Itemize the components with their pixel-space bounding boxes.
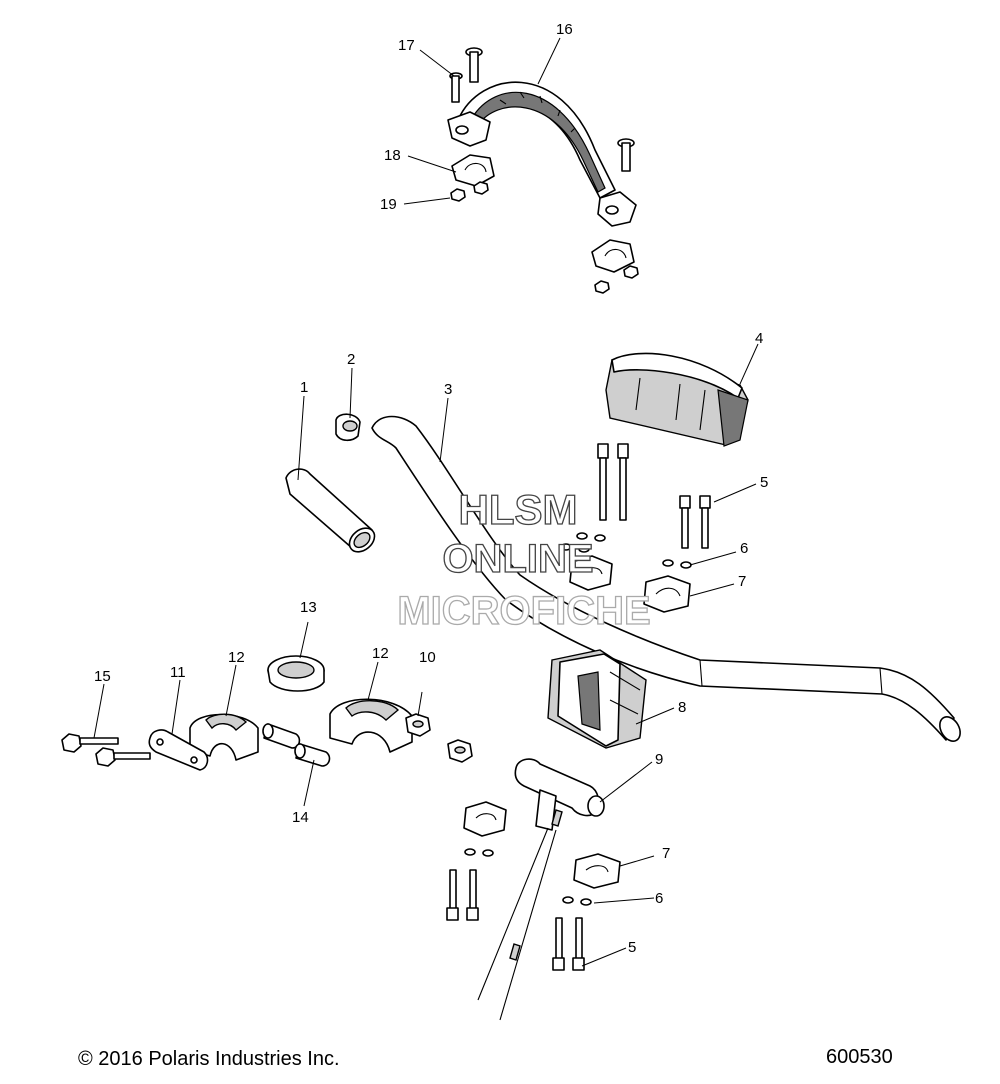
callout-16: 16 [556, 21, 573, 38]
callout-6-upper: 6 [740, 540, 748, 557]
callout-19: 19 [380, 196, 397, 213]
figure-number: 600530 [826, 1046, 893, 1068]
watermark-line-1: HLSM [459, 486, 578, 533]
callout-13: 13 [300, 599, 317, 616]
callout-12-left: 12 [228, 649, 245, 666]
callout-8: 8 [678, 699, 686, 716]
callout-7-upper: 7 [738, 573, 746, 590]
handlebar-3 [371, 415, 961, 742]
callout-5-upper: 5 [760, 474, 768, 491]
callout-2: 2 [347, 351, 355, 368]
watermark-line-2: ONLINE [442, 537, 593, 581]
callout-3: 3 [444, 381, 452, 398]
clamp-12-right [329, 698, 413, 753]
plate-11 [148, 729, 209, 771]
bolts-5-lower [446, 869, 585, 971]
bolt-15 [61, 733, 151, 767]
clamp-12-left [189, 713, 259, 761]
steering-post-9 [477, 758, 605, 1021]
callout-15: 15 [94, 668, 111, 685]
bushing-13 [267, 655, 325, 692]
riser-block-8 [547, 649, 647, 749]
spacer-14 [262, 723, 331, 767]
callout-11: 11 [170, 664, 186, 681]
callout-6-lower: 6 [655, 890, 663, 907]
callout-4: 4 [755, 330, 763, 347]
callout-17: 17 [398, 37, 415, 54]
callout-7-lower: 7 [662, 845, 670, 862]
bolt-17 [449, 47, 635, 172]
callout-9: 9 [655, 751, 663, 768]
callout-10: 10 [419, 649, 436, 666]
grip-1 [285, 468, 376, 553]
callout-18: 18 [384, 147, 401, 164]
clamp-7-upper [569, 555, 691, 613]
handlebar-cover-4 [605, 352, 749, 447]
crossbar-pad-16 [447, 81, 637, 227]
end-plug-2 [335, 413, 361, 442]
watermark-line-3: MICROFICHE [397, 589, 650, 633]
clamp-7-lower [463, 801, 621, 889]
bushing-10 [405, 713, 473, 763]
nut-19 [450, 181, 639, 294]
callout-12-right: 12 [372, 645, 389, 662]
washers-6-upper [560, 532, 692, 569]
callout-14: 14 [292, 809, 309, 826]
callout-labels: 1 2 3 4 5 6 7 8 9 10 11 12 12 13 14 15 1… [94, 21, 768, 956]
copyright-notice: © 2016 Polaris Industries Inc. [78, 1048, 340, 1070]
bolts-5-upper [597, 443, 711, 549]
leader-lines [93, 37, 759, 967]
washers-6-lower [464, 848, 592, 906]
callout-5-lower: 5 [628, 939, 636, 956]
clamp-cap-18 [451, 154, 635, 273]
callout-1: 1 [300, 379, 308, 396]
watermark: HLSM ONLINE MICROFICHE [397, 485, 652, 633]
